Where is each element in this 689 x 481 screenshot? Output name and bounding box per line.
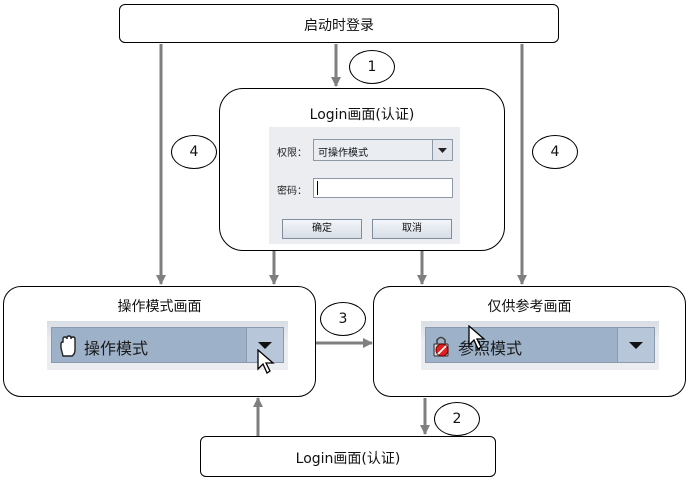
- operate-mode-bar: 操作模式: [47, 321, 288, 374]
- step-2-label: 2: [452, 411, 462, 427]
- reference-mode-select[interactable]: 参照模式: [425, 327, 655, 363]
- login-screen-bottom-title: Login画面(认证): [295, 451, 401, 467]
- startup-login-box: 启动时登录: [119, 4, 559, 43]
- permission-label: 权限：: [277, 148, 307, 159]
- permission-select[interactable]: 可操作模式: [313, 139, 453, 161]
- permission-value: 可操作模式: [318, 148, 368, 159]
- text-caret: [317, 181, 318, 195]
- operate-mode-text: 操作模式: [84, 339, 149, 358]
- chevron-down-icon: [629, 342, 643, 349]
- reference-screen-title: 仅供参考画面: [487, 299, 572, 315]
- lock-icon: [433, 336, 449, 357]
- reference-mode-dropdown-button[interactable]: [617, 328, 654, 362]
- step-2-circle: 2: [434, 402, 480, 436]
- login-dialog: 权限： 可操作模式 密码： 确定 取消: [269, 127, 460, 244]
- hand-icon: [60, 335, 76, 357]
- reference-mode-text: 参照模式: [458, 339, 523, 358]
- step-1-label: 1: [367, 59, 377, 75]
- password-label: 密码：: [277, 186, 307, 197]
- ok-button[interactable]: 确定: [282, 219, 362, 239]
- mouse-cursor-icon: [257, 349, 275, 374]
- login-screen-bottom-box: Login画面(认证): [200, 436, 496, 477]
- reference-mode-bar: 参照模式: [421, 321, 659, 370]
- operate-mode-select[interactable]: 操作模式: [51, 327, 284, 363]
- step-3-label: 3: [338, 311, 348, 327]
- password-field[interactable]: [313, 178, 453, 198]
- permission-dropdown-button[interactable]: [432, 140, 452, 160]
- startup-login-title: 启动时登录: [304, 18, 374, 34]
- step-3-circle: 3: [320, 302, 366, 336]
- mouse-cursor-icon: [468, 325, 486, 350]
- login-screen-title: Login画面(认证): [309, 107, 415, 123]
- chevron-down-icon: [438, 148, 447, 153]
- operate-mode-screen-title: 操作模式画面: [117, 299, 202, 315]
- chevron-down-icon: [258, 342, 272, 349]
- step-4-left-circle: 4: [171, 135, 217, 169]
- step-4-right-label: 4: [550, 144, 560, 160]
- cancel-button[interactable]: 取消: [372, 219, 452, 239]
- step-4-left-label: 4: [189, 144, 199, 160]
- step-4-right-circle: 4: [532, 135, 578, 169]
- step-1-circle: 1: [349, 50, 395, 84]
